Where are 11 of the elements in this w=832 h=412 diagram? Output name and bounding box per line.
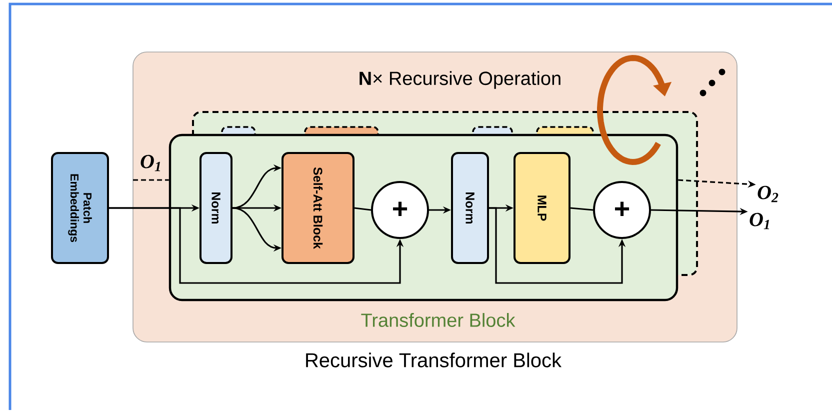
layer-box: Norm [200,152,232,264]
layer-box: Norm [451,152,489,264]
block-caption: Recursive Transformer Block [306,352,562,368]
block-heading: N× Recursive Operation [360,71,560,89]
layer-box: MLP [514,152,570,264]
layer-box: Self-Att Block [282,152,354,264]
input-box: Patch Embeddings [51,152,109,264]
edge-label: O$_{1}$ [139,154,163,172]
output-symbol: O$_{1}$ [750,212,770,230]
output-symbol: O$_{2}$ [758,186,778,202]
block-label: Transformer Block [361,313,516,327]
